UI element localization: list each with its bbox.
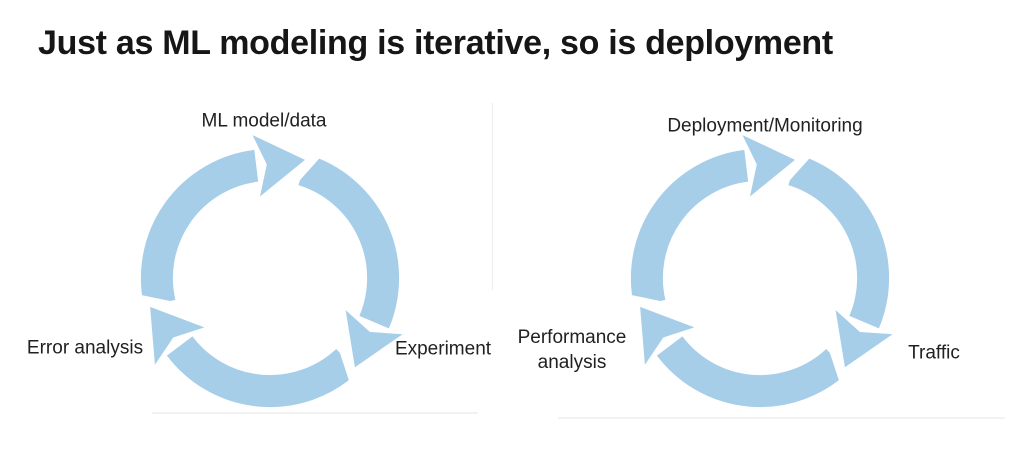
- cycle-arrowheads: [150, 135, 403, 368]
- cycle-arc: [787, 154, 890, 329]
- arrowhead-icon: [742, 135, 795, 197]
- arrowhead-icon: [345, 310, 403, 368]
- ml-cycle-right-label: Experiment: [394, 338, 492, 360]
- cycle-arc: [166, 336, 359, 408]
- deployment-cycle-arrows-icon: [626, 119, 901, 408]
- arrowhead-icon: [252, 135, 305, 197]
- cycle-arc-segments: [140, 149, 400, 408]
- deployment-cycle-left-label: Performance analysis: [517, 327, 627, 373]
- arrowhead-icon: [640, 306, 695, 365]
- section-divider: [492, 103, 493, 290]
- deployment-cycle-top-label: Deployment/Monitoring: [667, 115, 863, 137]
- ml-cycle-left-label: Error analysis: [26, 337, 144, 359]
- page-title: Just as ML modeling is iterative, so is …: [38, 24, 833, 62]
- cycle-arc: [297, 154, 400, 329]
- arrowhead-icon: [835, 310, 893, 368]
- ml-cycle-top-label: ML model/data: [201, 110, 327, 132]
- cycle-arc: [656, 336, 849, 408]
- deployment-cycle-right-label: Traffic: [908, 342, 960, 364]
- slide-edge-artifact: [152, 412, 478, 414]
- cycle-arrowheads: [640, 135, 893, 368]
- cycle-arc-segments: [630, 149, 890, 408]
- cycle-arc: [140, 149, 259, 308]
- arrowhead-icon: [150, 306, 205, 365]
- slide-edge-artifact: [558, 417, 1005, 419]
- cycle-arc: [630, 149, 749, 308]
- ml-cycle-arrows-icon: [136, 119, 411, 408]
